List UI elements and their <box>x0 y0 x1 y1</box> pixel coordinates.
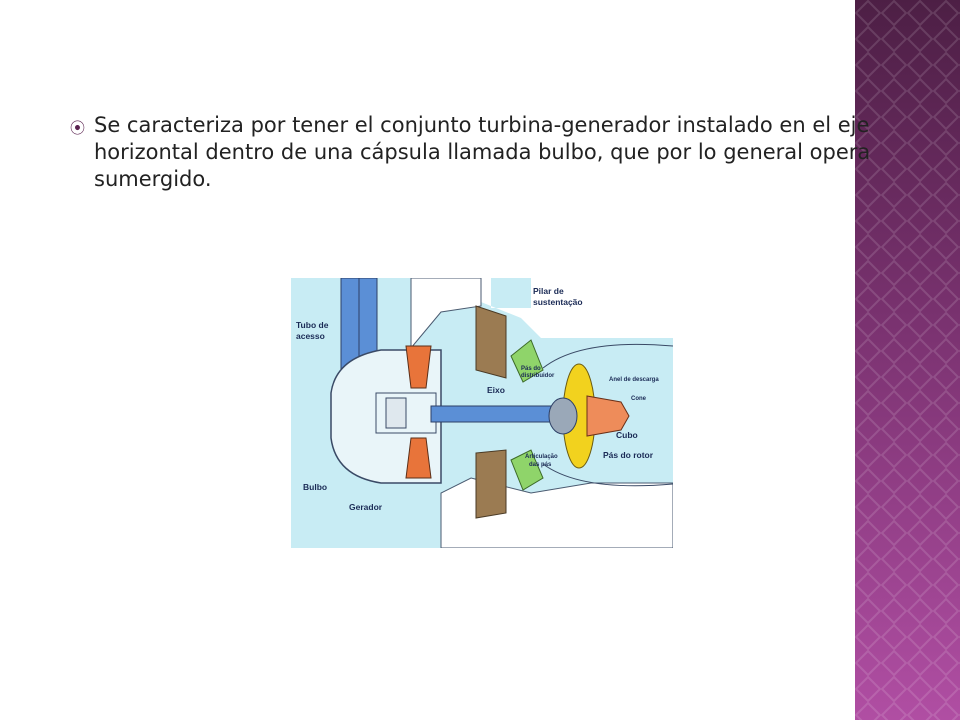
label-pilar-1: Pilar de <box>533 286 564 296</box>
generator-top <box>405 345 432 389</box>
label-articulacao-1: Articulação <box>525 454 558 460</box>
label-eixo: Eixo <box>487 385 505 395</box>
label-bulbo: Bulbo <box>303 482 327 492</box>
support-pillar-top <box>475 305 507 379</box>
label-pas-distribuidor-1: Pás do <box>521 366 541 372</box>
upper-concrete <box>410 278 482 350</box>
circled-arrow-bullet-icon: ⦿ <box>70 119 86 137</box>
label-anel-de-descarga: Anel de descarga <box>609 377 659 383</box>
label-pas-do-rotor: Pás do rotor <box>603 450 654 460</box>
label-pilar-2: sustentação <box>533 297 583 307</box>
label-articulacao-2: das pás <box>529 462 552 468</box>
support-pillar-bottom <box>475 449 507 519</box>
cone <box>586 395 630 437</box>
label-cubo: Cubo <box>616 430 638 440</box>
distributor-blade-top <box>510 339 544 383</box>
distributor-blade-bottom <box>510 449 544 491</box>
label-cone: Cone <box>631 396 647 402</box>
bulb-turbine-diagram: Tubo de acesso Bulbo Gerador Eixo Pilar … <box>291 278 673 548</box>
label-pas-distribuidor-2: distribuidor <box>521 373 555 379</box>
hub <box>548 397 578 435</box>
shaft <box>430 405 562 423</box>
upper-structure <box>361 278 673 338</box>
label-tubo-de-acesso-1: Tubo de <box>296 320 329 330</box>
label-gerador: Gerador <box>349 502 383 512</box>
bullet-text: Se caracteriza por tener el conjunto tur… <box>94 113 871 191</box>
generator-bottom <box>405 437 432 479</box>
decorative-sidebar <box>855 0 960 720</box>
label-tubo-de-acesso-2: acesso <box>296 331 325 341</box>
